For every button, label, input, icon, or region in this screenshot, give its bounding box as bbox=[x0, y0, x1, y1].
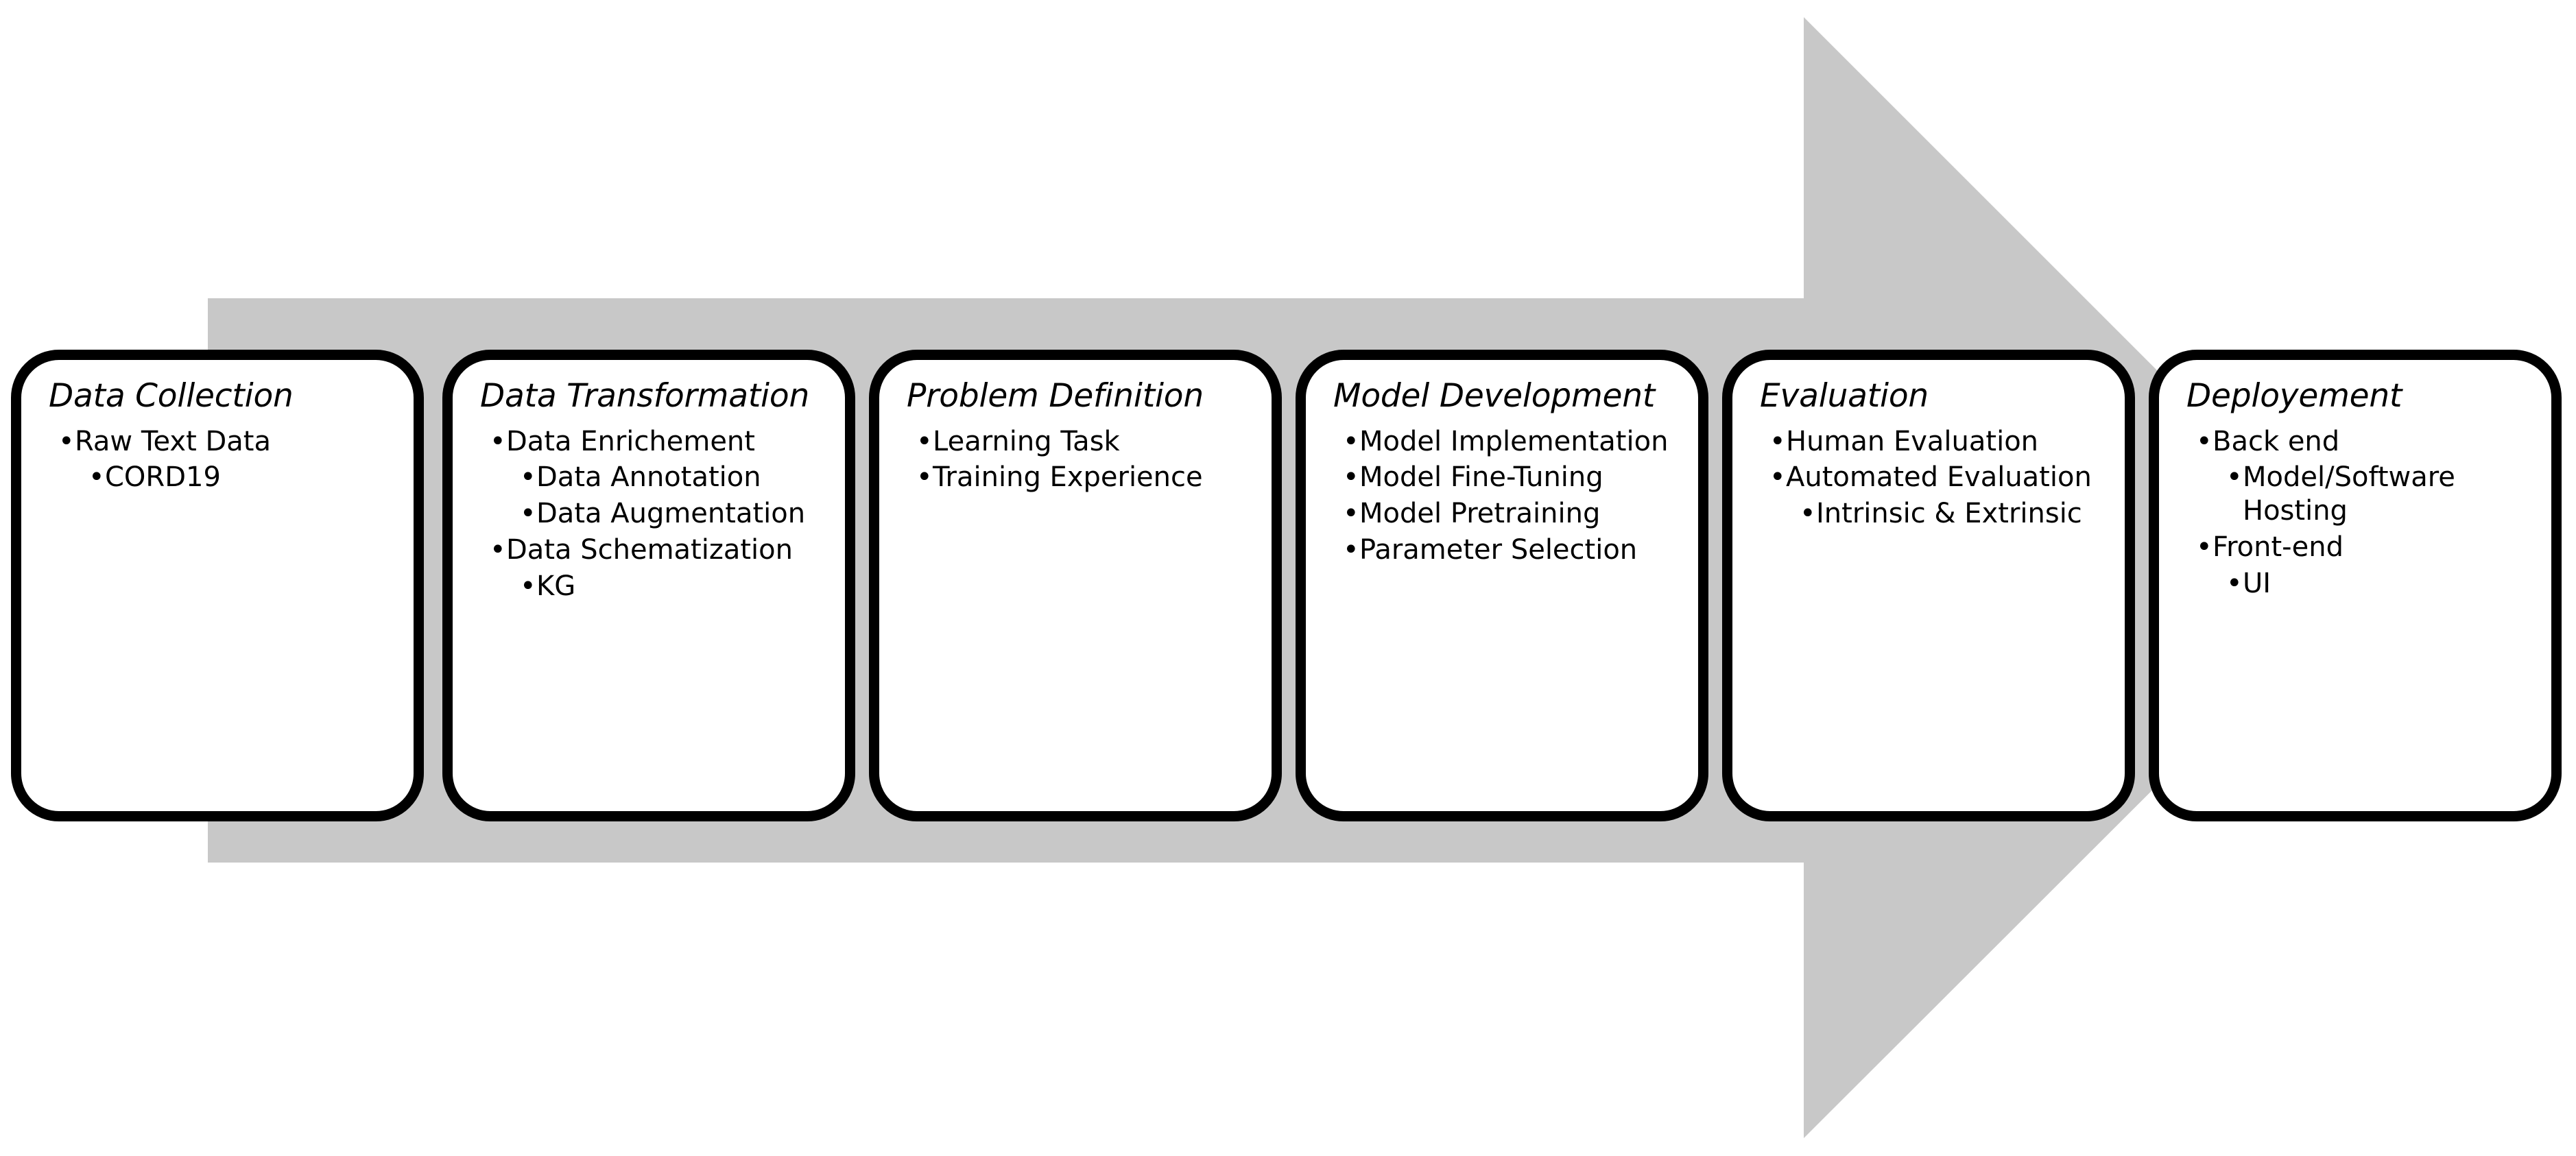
bullet-icon: • bbox=[916, 425, 933, 457]
bullet-icon: • bbox=[916, 461, 933, 494]
list-item-label: Back end bbox=[2213, 425, 2340, 457]
list-item-label: Model Fine-Tuning bbox=[1359, 461, 1603, 494]
list-item-label: Model/Software Hosting bbox=[2243, 461, 2455, 527]
bullet-icon: • bbox=[1343, 425, 1359, 457]
bullet-icon: • bbox=[2196, 425, 2213, 457]
list-item: •Training Experience bbox=[901, 461, 1259, 494]
stage-bullet-list: •Model Implementation •Model Fine-Tuning… bbox=[1318, 425, 1686, 567]
stage-bullet-list: •Raw Text Data •CORD19 bbox=[34, 425, 401, 495]
list-item: •Front-end bbox=[2181, 531, 2539, 564]
stage-box-data-transformation[interactable]: Data Transformation •Data Enrichement •D… bbox=[442, 350, 855, 821]
bullet-icon: • bbox=[1343, 533, 1359, 566]
list-item: •Back end bbox=[2181, 425, 2539, 459]
bullet-icon: • bbox=[490, 533, 506, 566]
stage-box-problem-definition[interactable]: Problem Definition •Learning Task •Train… bbox=[869, 350, 1282, 821]
list-item-label: KG bbox=[536, 570, 576, 602]
list-item-label: Automated Evaluation bbox=[1786, 461, 2092, 494]
bullet-icon: • bbox=[1769, 425, 1786, 457]
list-item: •Model/Software Hosting bbox=[2211, 461, 2539, 528]
stage-title: Problem Definition bbox=[907, 377, 1204, 415]
list-item: •UI bbox=[2211, 567, 2539, 601]
stage-box-data-collection[interactable]: Data Collection •Raw Text Data •CORD19 bbox=[11, 350, 424, 821]
list-item: •Learning Task bbox=[901, 425, 1259, 459]
bullet-icon: • bbox=[520, 498, 536, 530]
bullet-icon: • bbox=[1343, 498, 1359, 530]
list-item-label: Model Pretraining bbox=[1359, 498, 1601, 530]
stage-bullet-list: •Human Evaluation •Automated Evaluation … bbox=[1745, 425, 2112, 531]
stage-title: Data Collection bbox=[49, 377, 294, 415]
right-arrow-shape bbox=[208, 17, 2365, 1138]
list-item-label: Learning Task bbox=[933, 425, 1120, 457]
list-item-label: Front-end bbox=[2213, 531, 2344, 563]
bullet-icon: • bbox=[2196, 531, 2213, 563]
list-item: •Model Implementation bbox=[1328, 425, 1686, 459]
bullet-icon: • bbox=[2226, 567, 2243, 599]
list-item: •Data Augmentation bbox=[505, 497, 833, 531]
list-item-label: Parameter Selection bbox=[1359, 533, 1638, 566]
stage-box-model-development[interactable]: Model Development •Model Implementation … bbox=[1296, 350, 1708, 821]
bullet-icon: • bbox=[520, 570, 536, 602]
stage-box-deployement[interactable]: Deployement •Back end •Model/Software Ho… bbox=[2149, 350, 2562, 821]
stage-title: Model Development bbox=[1333, 377, 1656, 415]
list-item-label: Data Annotation bbox=[536, 461, 761, 494]
stage-bullet-list: •Learning Task •Training Experience bbox=[892, 425, 1259, 495]
list-item: •Data Schematization bbox=[475, 533, 833, 567]
list-item-label: Data Schematization bbox=[506, 533, 793, 566]
list-item: •CORD19 bbox=[73, 461, 401, 494]
list-item: •Raw Text Data bbox=[43, 425, 401, 459]
bullet-icon: • bbox=[58, 425, 75, 457]
bullet-icon: • bbox=[1800, 498, 1816, 530]
stage-title: Evaluation bbox=[1760, 377, 1929, 415]
stage-title: Deployement bbox=[2186, 377, 2402, 415]
list-item: •Model Pretraining bbox=[1328, 497, 1686, 531]
stage-box-evaluation[interactable]: Evaluation •Human Evaluation •Automated … bbox=[1722, 350, 2135, 821]
list-item-label: Training Experience bbox=[933, 461, 1203, 494]
stage-title: Data Transformation bbox=[480, 377, 810, 415]
stage-bullet-list: •Data Enrichement •Data Annotation •Data… bbox=[465, 425, 833, 603]
bullet-icon: • bbox=[1769, 461, 1786, 494]
stage-bullet-list: •Back end •Model/Software Hosting •Front… bbox=[2171, 425, 2539, 601]
list-item: •Intrinsic & Extrinsic bbox=[1785, 497, 2112, 531]
bullet-icon: • bbox=[88, 461, 105, 494]
list-item: •Parameter Selection bbox=[1328, 533, 1686, 567]
list-item-label: Data Enrichement bbox=[506, 425, 755, 457]
list-item-label: Model Implementation bbox=[1359, 425, 1669, 457]
list-item: •Data Annotation bbox=[505, 461, 833, 494]
bullet-icon: • bbox=[520, 461, 536, 494]
list-item-label: Human Evaluation bbox=[1786, 425, 2039, 457]
bullet-icon: • bbox=[490, 425, 506, 457]
bullet-icon: • bbox=[1343, 461, 1359, 494]
list-item-label: Data Augmentation bbox=[536, 498, 806, 530]
list-item-label: Raw Text Data bbox=[75, 425, 271, 457]
bullet-icon: • bbox=[2226, 461, 2243, 494]
list-item: •Human Evaluation bbox=[1754, 425, 2112, 459]
list-item-label: UI bbox=[2243, 567, 2271, 599]
list-item: •Data Enrichement bbox=[475, 425, 833, 459]
list-item: •Model Fine-Tuning bbox=[1328, 461, 1686, 494]
list-item: •Automated Evaluation bbox=[1754, 461, 2112, 494]
list-item-label: CORD19 bbox=[105, 461, 221, 494]
list-item: •KG bbox=[505, 570, 833, 603]
list-item-label: Intrinsic & Extrinsic bbox=[1816, 498, 2082, 530]
